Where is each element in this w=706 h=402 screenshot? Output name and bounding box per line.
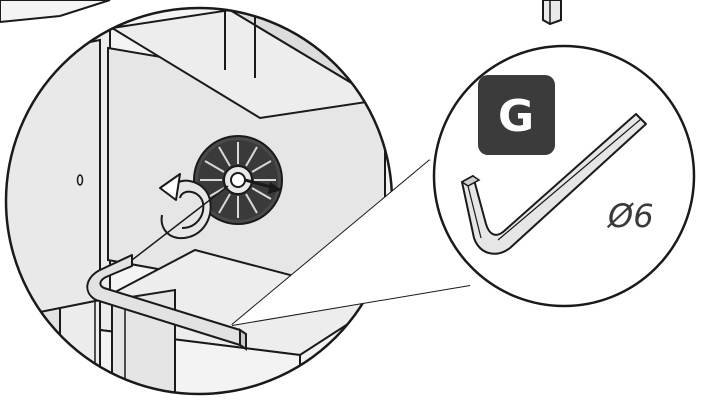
board-corner-top-left bbox=[0, 0, 110, 22]
part-letter: G bbox=[498, 91, 534, 142]
tool-size-label: Ø6 bbox=[606, 197, 654, 235]
post-top-right bbox=[543, 0, 561, 24]
part-badge: G bbox=[478, 75, 555, 155]
